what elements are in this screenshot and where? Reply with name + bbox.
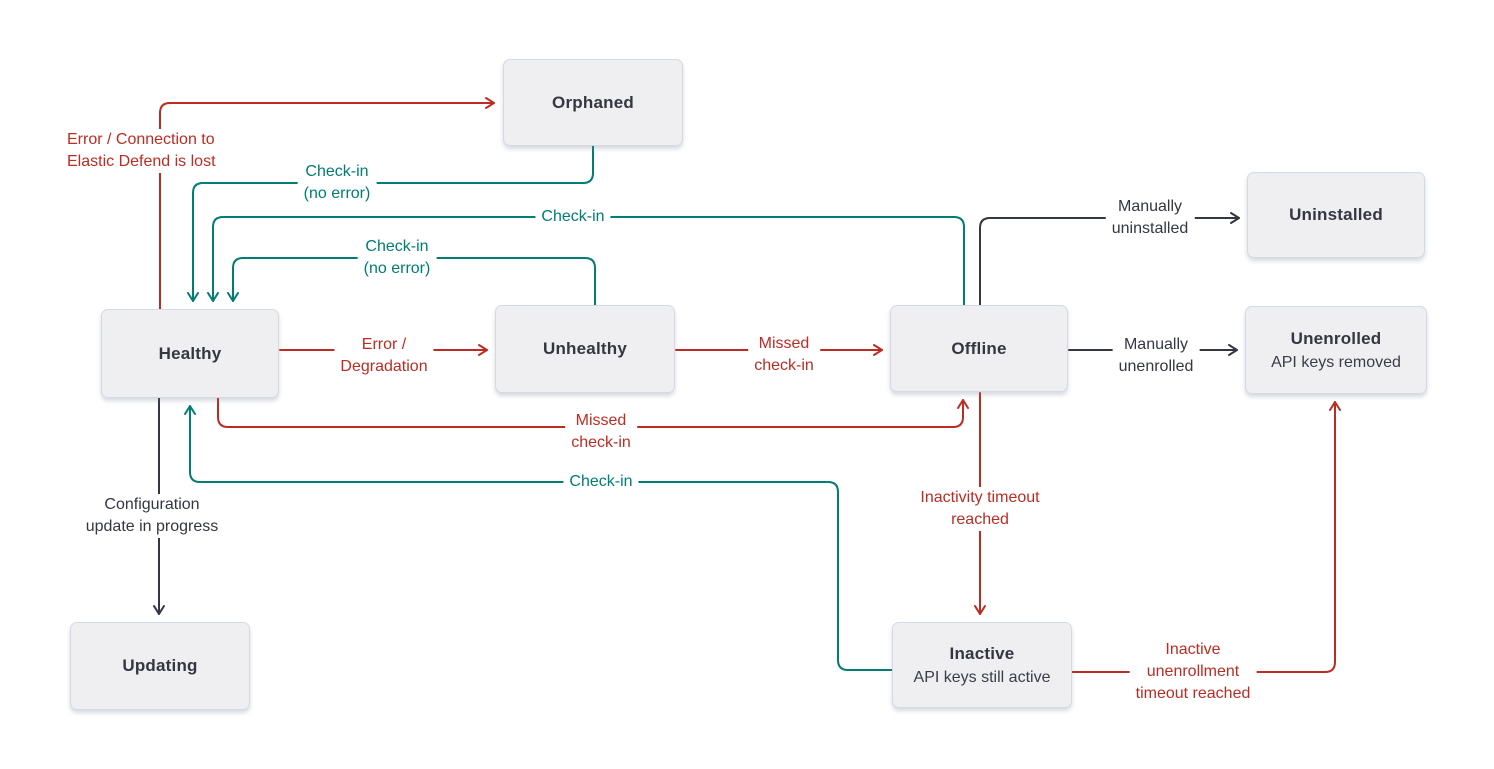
node-inactive-subtitle: API keys still active [913,668,1051,686]
node-inactive: Inactive API keys still active [892,622,1072,708]
node-updating: Updating [70,622,250,710]
label-inactivity-timeout: Inactivity timeout reached [914,487,1046,531]
edge-orphaned-to-healthy [187,145,594,302]
node-healthy-title: Healthy [158,343,222,363]
node-unhealthy-title: Unhealthy [543,339,627,358]
node-orphaned-title: Orphaned [552,92,634,112]
node-updating-title: Updating [122,656,198,675]
label-manually-uninstalled: Manually uninstalled [1105,196,1195,240]
label-checkin-offline: Check-in [535,206,611,228]
node-uninstalled-title: Uninstalled [1289,205,1383,224]
label-missed-checkin-unhealthy: Missed check-in [748,333,820,377]
node-offline: Offline [890,305,1068,392]
node-uninstalled: Uninstalled [1247,172,1425,258]
node-healthy: Healthy [101,309,279,398]
node-orphaned: Orphaned [503,59,683,146]
label-error-connection: Error / Connection to Elastic Defend is … [63,129,220,173]
node-unenrolled: Unenrolled API keys removed [1245,306,1427,394]
edge-offline-to-uninstalled [979,212,1240,306]
label-checkin-no-error-unhealthy: Check-in (no error) [357,236,437,280]
label-manually-unenrolled: Manually unenrolled [1112,334,1200,378]
edge-inactive-to-healthy [184,405,893,671]
label-missed-checkin-healthy: Missed check-in [565,410,637,454]
node-unenrolled-title: Unenrolled [1290,328,1382,348]
label-checkin-inactive: Check-in [563,471,639,493]
edge-inactive-to-unenrolled [1071,401,1341,673]
node-unhealthy: Unhealthy [495,305,675,393]
edge-healthy-to-orphaned [159,97,495,310]
node-unenrolled-subtitle: API keys removed [1271,353,1401,371]
label-checkin-no-error-orphaned: Check-in (no error) [297,161,377,205]
node-offline-title: Offline [951,338,1007,358]
label-configuration-update: Configuration update in progress [79,494,225,538]
edge-offline-to-healthy [207,216,965,306]
node-inactive-title: Inactive [949,643,1015,663]
label-error-degradation: Error / Degradation [334,334,434,378]
label-inactive-unenrollment: Inactive unenrollment timeout reached [1129,639,1257,705]
